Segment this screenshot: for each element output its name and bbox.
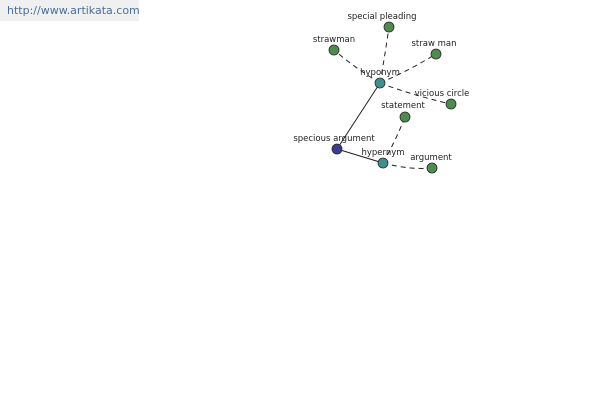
node-marker bbox=[331, 143, 343, 155]
edge-specious-argument-hyponym bbox=[336, 82, 381, 150]
node-marker bbox=[383, 21, 395, 33]
node-label: specious argument bbox=[293, 134, 375, 144]
node-label: hyponym bbox=[360, 68, 400, 78]
edge-hyponym-vicious-circle bbox=[379, 82, 452, 105]
node-strawman[interactable]: strawman bbox=[313, 35, 355, 56]
node-label: hypernym bbox=[361, 148, 404, 158]
node-specious-argument[interactable]: specious argument bbox=[293, 134, 375, 155]
edge-specious-argument-hypernym bbox=[336, 148, 384, 164]
node-hyponym[interactable]: hyponym bbox=[360, 68, 400, 89]
site-url-link[interactable]: http://www.artikata.com bbox=[0, 0, 140, 21]
nodes: special pleading strawman straw man hypo… bbox=[293, 12, 470, 174]
node-marker bbox=[377, 157, 389, 169]
node-marker bbox=[426, 162, 438, 174]
node-label: special pleading bbox=[347, 12, 416, 22]
edge-hyponym-strawman bbox=[333, 49, 381, 84]
node-marker bbox=[328, 44, 340, 56]
node-marker bbox=[399, 111, 411, 123]
node-marker bbox=[430, 48, 442, 60]
node-label: vicious circle bbox=[415, 89, 470, 99]
node-hypernym[interactable]: hypernym bbox=[361, 148, 405, 169]
node-marker bbox=[445, 98, 457, 110]
node-label: argument bbox=[410, 153, 452, 163]
node-statement[interactable]: statement bbox=[381, 101, 426, 123]
node-special-pleading[interactable]: special pleading bbox=[347, 12, 417, 33]
node-vicious-circle[interactable]: vicious circle bbox=[415, 89, 470, 110]
node-straw-man[interactable]: straw man bbox=[412, 39, 457, 60]
node-label: straw man bbox=[412, 39, 457, 49]
node-argument[interactable]: argument bbox=[410, 153, 452, 174]
node-label: statement bbox=[381, 101, 425, 111]
node-label: strawman bbox=[313, 35, 355, 45]
node-marker bbox=[374, 77, 386, 89]
edge-hypernym-argument bbox=[382, 162, 433, 169]
